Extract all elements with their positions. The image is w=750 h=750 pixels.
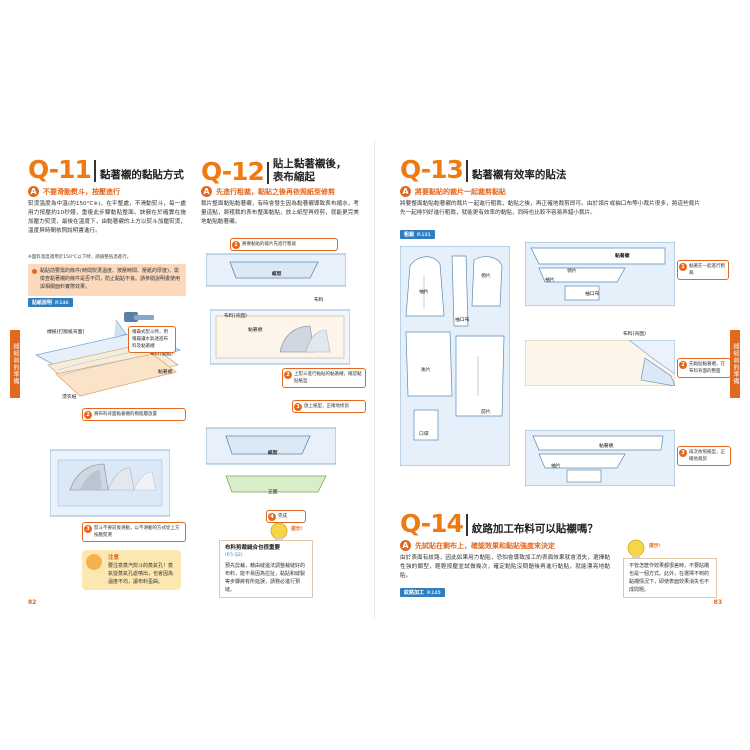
label-cuff: 袖口布 bbox=[585, 292, 600, 297]
q11-answer: A 不要滑動熨斗，按壓進行 bbox=[28, 186, 120, 197]
answer-text: 不要滑動熨斗，按壓進行 bbox=[43, 187, 120, 196]
tip-card: 不管怎麼作效果都很差時，不要貼襯也是一個方式。此外，在選擇不到的黏襯情況下，即使… bbox=[623, 558, 717, 598]
tip-label: 提示！ bbox=[649, 544, 664, 549]
answer-badge: A bbox=[400, 540, 411, 551]
label-collar: 領片 bbox=[481, 274, 491, 279]
label-pattern-paper: 襯紙(打版紙背面) bbox=[47, 330, 85, 335]
q13-body: 將要整面黏貼黏著襯的裁片一起進行粗裁，黏貼之後，再正確地裁剪即可。由於領片或袖口… bbox=[400, 201, 700, 216]
label-fabric: 布料 bbox=[314, 298, 324, 303]
q11-body: 熨燙溫度為中溫(約150°C※)，在平整處，不滑動熨斗，每一處用力按壓約10秒鐘… bbox=[28, 201, 186, 234]
label-cloth: 漂衣紙 bbox=[62, 395, 77, 400]
warning-face-icon bbox=[86, 554, 102, 570]
left-page: 縫紉前的準備 Q-11 黏著襯的黏貼方式 A 不要滑動熨斗，按壓進行 熨燙溫度為… bbox=[10, 140, 375, 618]
question-number: Q-11 bbox=[28, 155, 92, 184]
q12-answer: A 先進行粗裁，黏貼之後再依照紙型修剪 bbox=[201, 186, 335, 197]
spray-bubble: 噴霧式熨斗時，用噴霧讓水氣透進布料及黏著襯 bbox=[128, 326, 176, 353]
label-interfacing: 黏著襯 bbox=[615, 254, 630, 259]
answer-text: 先進行粗裁，黏貼之後再依照紙型修剪 bbox=[216, 187, 335, 196]
answer-badge: A bbox=[400, 186, 411, 197]
q11-note: 黏貼前要需的條件(時間熨燙溫度、按壓時間、壓紙的厚度)，需檢查黏著襯的條件是否不… bbox=[28, 264, 186, 296]
q13-figure-step2 bbox=[525, 340, 675, 386]
question-title: 貼上黏著襯後，表布縮起 bbox=[272, 158, 347, 183]
q12-heading: Q-12 貼上黏著襯後，表布縮起 bbox=[201, 158, 346, 184]
q13-figure-step1 bbox=[525, 242, 675, 306]
heading-divider bbox=[465, 160, 468, 182]
label-fabric-back: 布料(背面) bbox=[623, 332, 646, 337]
label-paper: 紙型 bbox=[272, 272, 282, 277]
label-sleeve: 袖片 bbox=[419, 290, 429, 295]
label-fabric-back: 布料(反面) bbox=[150, 352, 173, 357]
question-title: 紋路加工布料可以貼襯嗎？ bbox=[471, 523, 598, 535]
answer-badge: A bbox=[28, 186, 39, 197]
q12-figure-trim bbox=[206, 427, 336, 465]
label-fabric-back: 布料(背面) bbox=[224, 314, 247, 319]
q11-heading: Q-11 黏著襯的黏貼方式 bbox=[28, 155, 184, 184]
q12-figure-bond bbox=[210, 309, 350, 365]
label-interfacing: 黏著襯 bbox=[248, 328, 263, 333]
q13-answer: A 將要黏貼的裁片一起裁剪黏貼 bbox=[400, 186, 506, 197]
tip-label: 提示！ bbox=[291, 527, 306, 532]
question-number: Q-14 bbox=[400, 509, 464, 538]
answer-badge: A bbox=[201, 186, 212, 197]
q13-figure-step3 bbox=[525, 430, 675, 486]
label-collar: 領片 bbox=[567, 269, 577, 274]
right-page: 縫紉前的準備 Q-13 黏著襯有效率的貼法 A 將要黏貼的裁片一起裁剪黏貼 將要… bbox=[375, 140, 740, 618]
tip-card: 布料剪裁縫合也很重要 (P.5 Q2) 預先剪裁，藉由縫邊法調整裁縫好的布料，能… bbox=[219, 540, 313, 598]
gutter bbox=[374, 140, 375, 618]
book-spread: 縫紉前的準備 Q-11 黏著襯的黏貼方式 A 不要滑動熨斗，按壓進行 熨燙溫度為… bbox=[10, 140, 740, 618]
question-title: 黏著襯的黏貼方式 bbox=[99, 169, 184, 181]
page-number: 82 bbox=[28, 599, 37, 606]
page-number: 83 bbox=[713, 599, 722, 606]
label-front: 正面 bbox=[268, 490, 278, 495]
q11-footnote: ※面料溫度適用於150°C以下時，請調整低溫進行。 bbox=[28, 255, 132, 260]
label-paper: 紙型 bbox=[268, 451, 278, 456]
side-tab: 縫紉前的準備 bbox=[730, 330, 740, 398]
question-number: Q-13 bbox=[400, 155, 464, 184]
question-number: Q-12 bbox=[201, 157, 265, 186]
answer-text: 先試貼在剩布上，確認效果和黏貼強度來決定 bbox=[415, 541, 555, 550]
side-tab: 縫紉前的準備 bbox=[10, 330, 20, 398]
q12-figure-finished bbox=[225, 475, 327, 493]
q12-figure-cut bbox=[206, 253, 346, 287]
label-interfacing: 黏著襯 bbox=[158, 370, 173, 375]
heading-divider bbox=[465, 514, 468, 536]
warning-box: 注意 要注意蒸汽熨斗的蒸氣孔！蒸氣從蒸氣孔處噴出，也會因為溫度不均，讓布料歪曲。 bbox=[82, 550, 181, 590]
label-sleeve: 袖片 bbox=[545, 278, 555, 283]
heading-divider bbox=[93, 160, 96, 182]
label-front-piece: 前片 bbox=[481, 410, 491, 415]
question-title: 黏著襯有效率的貼法 bbox=[471, 169, 567, 181]
q12-body: 裁片整面黏貼黏著襯，有時會發生因為黏著襯導致表布縮水，考量這點，將粗裁的表布整面… bbox=[201, 201, 359, 225]
answer-text: 將要黏貼的裁片一起裁剪黏貼 bbox=[415, 187, 506, 196]
bullet-icon bbox=[32, 269, 37, 274]
q14-heading: Q-14 紋路加工布料可以貼襯嗎？ bbox=[400, 509, 598, 538]
q11-figure-press bbox=[50, 449, 170, 517]
q13-heading: Q-13 黏著襯有效率的貼法 bbox=[400, 155, 567, 184]
label-back-piece: 後片 bbox=[421, 368, 431, 373]
q14-answer: A 先試貼在剩布上，確認效果和黏貼強度來決定 bbox=[400, 540, 555, 551]
label-cuff: 袖口布 bbox=[455, 318, 470, 323]
label-sleeve: 袖片 bbox=[551, 464, 561, 469]
label-pocket: 口袋 bbox=[419, 432, 429, 437]
heading-divider bbox=[266, 162, 269, 184]
q13-figure-layout bbox=[400, 246, 510, 466]
label-interfacing: 黏著襯 bbox=[599, 444, 614, 449]
q14-body: 由於表面有紋路，因此如果用力黏貼，恐怕會導致加工的表面效果就會消失，選擇黏性強的… bbox=[400, 555, 610, 579]
